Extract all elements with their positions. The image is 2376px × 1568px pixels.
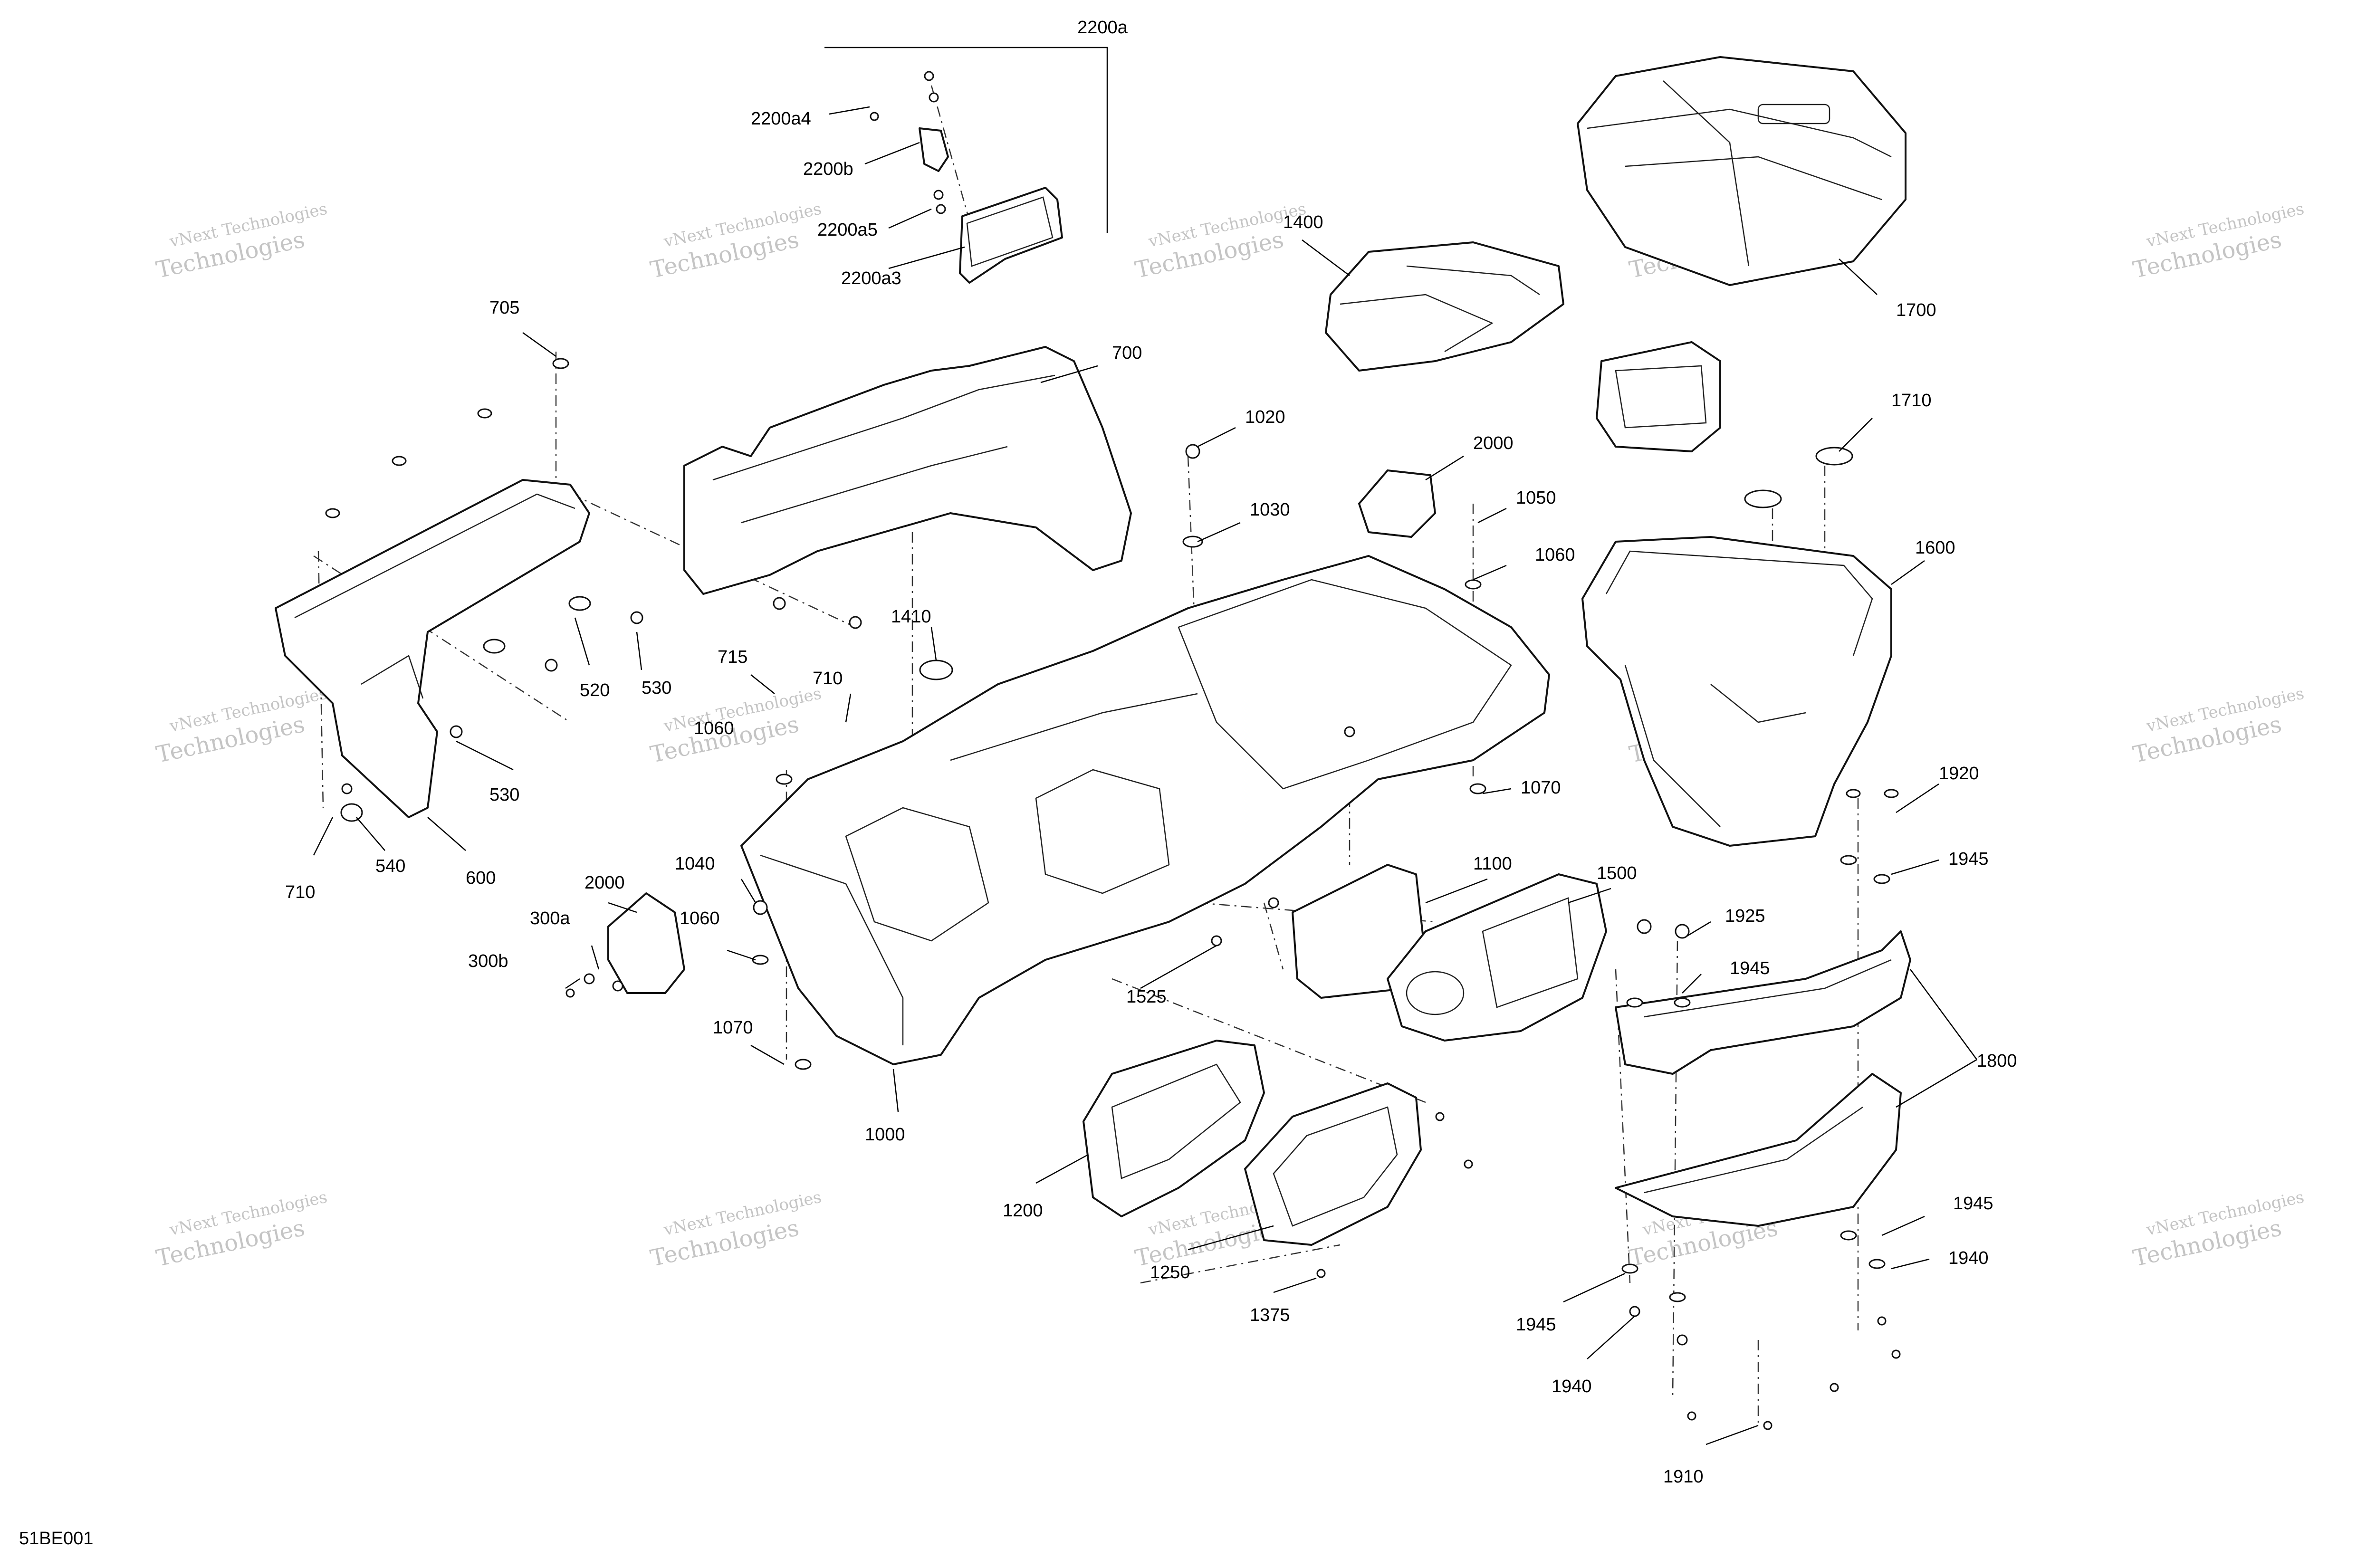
console-bezel bbox=[1244, 1082, 1422, 1246]
callout-1030: 1030 bbox=[1250, 500, 1290, 520]
callout-1940-right: 1940 bbox=[1948, 1248, 1989, 1268]
callout-1710: 1710 bbox=[1891, 391, 1932, 411]
callout-715: 715 bbox=[718, 647, 747, 667]
callout-710-mid: 710 bbox=[813, 669, 843, 688]
callout-1070-right: 1070 bbox=[1521, 778, 1561, 798]
watermark: vNext Technologies Technologies bbox=[154, 199, 329, 283]
callout-1945-upper: 1945 bbox=[1948, 849, 1989, 869]
side-bracket-left bbox=[275, 479, 590, 818]
side-rail bbox=[683, 346, 1132, 595]
callout-labels: 2200a 2200a4 2200b 2200a5 2200a3 1400 17… bbox=[285, 18, 2017, 1487]
seat-cushion bbox=[1325, 241, 1564, 372]
callout-1050: 1050 bbox=[1516, 488, 1556, 508]
callout-1945-lower-right: 1945 bbox=[1953, 1194, 1993, 1214]
callout-1525: 1525 bbox=[1126, 987, 1167, 1007]
watermark: vNext Technologies Technologies bbox=[2131, 199, 2306, 283]
callout-2200b: 2200b bbox=[803, 159, 853, 179]
leader-lines bbox=[313, 106, 1978, 1445]
callout-1945-lower-left: 1945 bbox=[1516, 1315, 1556, 1335]
console-housing bbox=[1083, 1040, 1265, 1217]
mirror-assembly bbox=[824, 47, 1108, 284]
callout-2200a: 2200a bbox=[1077, 18, 1128, 38]
callout-1070-left: 1070 bbox=[713, 1018, 753, 1038]
hardware bbox=[325, 358, 1901, 1430]
watermark: vNext Technologies Technologies bbox=[2131, 1187, 2306, 1272]
watermark: vNext Technologies Technologies bbox=[648, 199, 823, 283]
latch-bracket-upper bbox=[1596, 341, 1721, 452]
callout-1020: 1020 bbox=[1245, 407, 1285, 427]
callout-1920: 1920 bbox=[1939, 764, 1979, 784]
callout-300a: 300a bbox=[530, 908, 570, 928]
callout-1500: 1500 bbox=[1597, 863, 1637, 883]
callout-700: 700 bbox=[1112, 343, 1142, 363]
callout-600: 600 bbox=[466, 868, 496, 888]
callout-1060-mid: 1060 bbox=[694, 718, 734, 738]
callout-1060-right: 1060 bbox=[1535, 545, 1575, 565]
callout-1200: 1200 bbox=[1003, 1201, 1043, 1221]
callout-2200a5: 2200a5 bbox=[817, 220, 878, 240]
main-frame bbox=[740, 555, 1550, 1065]
callout-1925: 1925 bbox=[1725, 906, 1765, 926]
watermark: vNext Technologies Technologies bbox=[154, 1187, 329, 1272]
callout-1945-mid: 1945 bbox=[1730, 958, 1770, 978]
callout-300b: 300b bbox=[468, 951, 508, 971]
callout-530-lower: 530 bbox=[489, 785, 519, 805]
watermark: vNext Technologies Technologies bbox=[648, 1187, 823, 1272]
callout-1910: 1910 bbox=[1663, 1467, 1704, 1487]
diagram-id: 51BE001 bbox=[19, 1529, 93, 1549]
watermark: vNext Technologies Technologies bbox=[154, 684, 329, 768]
latch-bracket-lower bbox=[607, 892, 685, 994]
callout-1400: 1400 bbox=[1283, 212, 1323, 232]
callout-540: 540 bbox=[375, 856, 405, 876]
callout-1800: 1800 bbox=[1977, 1051, 2017, 1071]
callout-530-upper: 530 bbox=[642, 678, 671, 698]
callout-1600: 1600 bbox=[1915, 538, 1955, 558]
callout-705: 705 bbox=[489, 298, 519, 318]
storage-bin bbox=[1581, 447, 1892, 847]
callout-710-left: 710 bbox=[285, 882, 315, 902]
callout-2200a3: 2200a3 bbox=[841, 268, 901, 288]
latch-bracket-mid bbox=[1358, 469, 1436, 538]
rear-bumper bbox=[1615, 930, 1911, 1227]
callout-1700: 1700 bbox=[1896, 300, 1936, 320]
storage-lid bbox=[1577, 56, 1907, 286]
callout-1060-lower: 1060 bbox=[680, 908, 720, 928]
speaker-panel bbox=[1387, 873, 1607, 1042]
callout-2000-mid: 2000 bbox=[1473, 433, 1514, 453]
callout-1250: 1250 bbox=[1150, 1262, 1190, 1282]
callout-2000-lower: 2000 bbox=[584, 873, 625, 893]
callout-1000: 1000 bbox=[865, 1125, 905, 1145]
callout-1375: 1375 bbox=[1250, 1305, 1290, 1325]
callout-520: 520 bbox=[580, 680, 610, 700]
callout-2200a4: 2200a4 bbox=[751, 109, 811, 129]
callout-1940-left: 1940 bbox=[1552, 1377, 1592, 1396]
callout-1040: 1040 bbox=[675, 854, 715, 874]
callout-1100: 1100 bbox=[1473, 854, 1512, 874]
watermark: vNext Technologies Technologies bbox=[2131, 684, 2306, 768]
callout-1410: 1410 bbox=[891, 607, 931, 627]
